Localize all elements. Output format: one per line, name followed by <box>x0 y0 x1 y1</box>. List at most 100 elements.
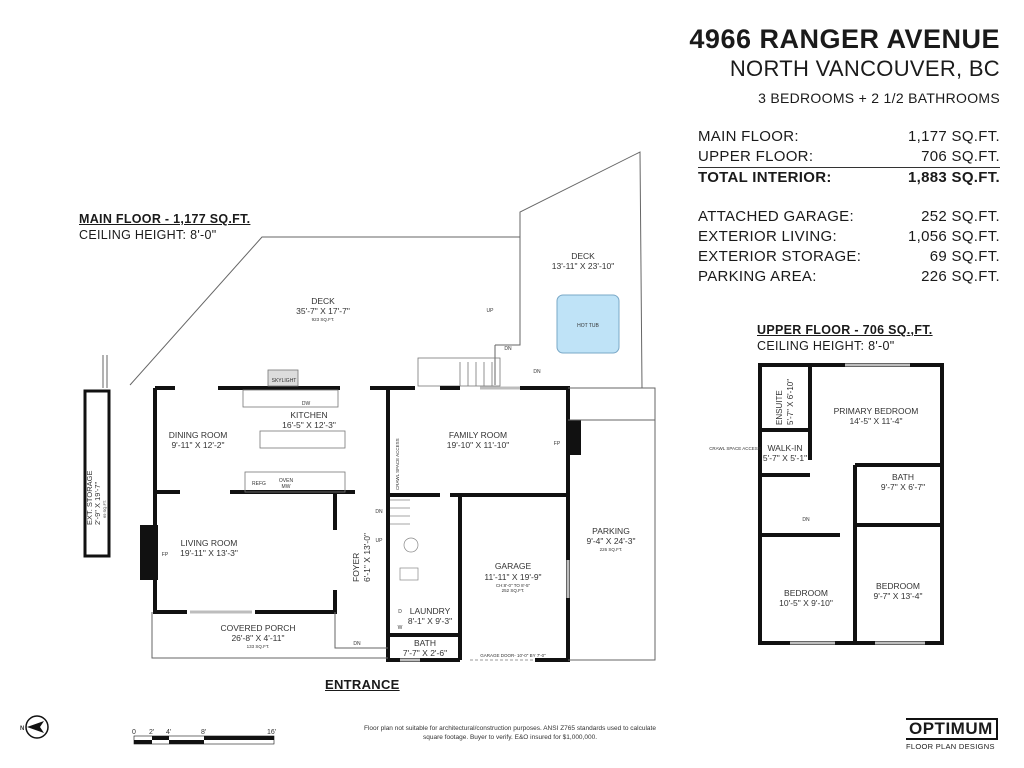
porch-outline <box>151 387 656 661</box>
main-floor-heading: MAIN FLOOR - 1,177 SQ.FT. <box>79 212 251 226</box>
skylight-label: SKYLIGHT <box>272 378 297 384</box>
ensuite-label: ENSUITE <box>775 390 784 425</box>
laundry-label: LAUNDRY <box>410 606 451 616</box>
stat-label: EXTERIOR STORAGE: <box>698 248 862 265</box>
refg-label: REFG <box>252 481 266 487</box>
upper-rotated: ENSUITE 5'-7" X 6'-10" <box>775 379 795 425</box>
stat-value: 69 SQ.FT. <box>929 248 1000 265</box>
kitchen-label: KITCHEN <box>290 410 327 420</box>
bath-dims: 7'-7" X 2'-6" <box>403 648 447 658</box>
living-dims: 19'-11" X 13'-3" <box>180 548 238 558</box>
primary-bedroom-label: PRIMARY BEDROOM <box>834 406 919 416</box>
stat-parking: PARKING AREA: 226 SQ.FT. <box>698 267 1000 287</box>
upper-bath-dims: 9'-7" X 6'-7" <box>881 482 925 492</box>
foyer-label: FOYER <box>351 553 361 582</box>
svg-text:16': 16' <box>267 729 276 736</box>
up-label: UP <box>376 538 384 544</box>
porch-label: COVERED PORCH <box>220 623 295 633</box>
dn-label: DN <box>353 641 361 647</box>
logo-sub: FLOOR PLAN DESIGNS <box>906 742 995 751</box>
rotated-labels: EXT. STORAGE 2'-9" X 19'-7" 69 SQ.FT. FO… <box>85 438 400 582</box>
stat-label: MAIN FLOOR: <box>698 128 799 145</box>
walkin-dims: 5'-7" X 5'-1" <box>763 453 807 463</box>
mw-label: MW <box>282 484 291 490</box>
deck-side-label: DECK <box>571 251 595 261</box>
windows <box>190 386 570 662</box>
svg-text:2': 2' <box>149 729 154 736</box>
parking-area: 226 SQ.FT. <box>600 547 623 552</box>
property-address: 4966 RANGER AVENUE <box>689 24 1000 54</box>
stat-upper-floor: UPPER FLOOR: 706 SQ.FT. <box>698 147 1000 168</box>
stat-garage: ATTACHED GARAGE: 252 SQ.FT. <box>698 207 1000 227</box>
family-label: FAMILY ROOM <box>449 430 507 440</box>
garage-door-label: GARAGE DOOR- 10'-0" BY 7'-0" <box>480 653 546 658</box>
stat-label: TOTAL INTERIOR: <box>698 169 832 186</box>
stat-label: EXTERIOR LIVING: <box>698 228 837 245</box>
optimum-logo: OPTIMUM FLOOR PLAN DESIGNS <box>906 718 998 751</box>
dn-label: DN <box>533 369 541 375</box>
porch-dims: 26'-8" X 4'-11" <box>231 633 284 643</box>
hot-tub-label: HOT TUB <box>577 323 599 329</box>
deck-area: 923 SQ.FT. <box>312 317 335 322</box>
foyer-dims: 6'-1" X 13'-0" <box>362 533 372 582</box>
garage-ceiling: CH:8'-0" TO 8'-5" <box>496 583 531 588</box>
kitchen-dims: 16'-5" X 12'-3" <box>282 420 336 430</box>
stat-value: 226 SQ.FT. <box>921 268 1000 285</box>
main-walls <box>153 386 570 662</box>
stat-value: 1,177 SQ.FT. <box>908 128 1000 145</box>
upper-floor-heading: UPPER FLOOR - 706 SQ.,FT. <box>757 323 933 337</box>
stat-value: 252 SQ.FT. <box>921 208 1000 225</box>
bedroom-2-dims: 10'-5" X 9'-10" <box>779 598 833 608</box>
dw-label: DW <box>302 401 311 407</box>
disclaimer: Floor plan not suitable for architectura… <box>364 725 656 741</box>
kitchen-counters <box>242 369 346 493</box>
stat-exterior-living: EXTERIOR LIVING: 1,056 SQ.FT. <box>698 227 1000 247</box>
fireplace-family <box>568 420 581 455</box>
upper-dn-label: DN <box>802 517 810 523</box>
ext-storage-area: 69 SQ.FT. <box>102 500 107 518</box>
garage-dims: 11'-11" X 19'-9" <box>484 572 541 582</box>
fp-family-label: FP <box>554 441 561 447</box>
stat-label: UPPER FLOOR: <box>698 148 814 165</box>
svg-text:4': 4' <box>166 729 171 736</box>
exterior-area-table: ATTACHED GARAGE: 252 SQ.FT. EXTERIOR LIVI… <box>698 207 1000 287</box>
logo-main: OPTIMUM <box>906 718 998 740</box>
svg-text:8': 8' <box>201 729 206 736</box>
bedroom-2-label: BEDROOM <box>784 588 828 598</box>
dn-label: DN <box>375 509 383 515</box>
stat-total-interior: TOTAL INTERIOR:1,883 SQ.FT. <box>698 168 1000 188</box>
oven-label: OVEN <box>279 478 294 484</box>
laundry-dims: 8'-1" X 9'-3" <box>408 616 452 626</box>
living-label: LIVING ROOM <box>181 538 238 548</box>
stat-label: PARKING AREA: <box>698 268 817 285</box>
up-label: UP <box>487 308 495 314</box>
fireplace-living <box>140 525 158 580</box>
entrance-label: ENTRANCE <box>325 677 400 692</box>
dining-dims: 9'-11" X 12'-2" <box>171 440 224 450</box>
scale-bar: 0 2' 4' 8' 16' <box>132 729 276 745</box>
parking-dims: 9'-4" X 24'-3" <box>587 536 636 546</box>
stat-main-floor: MAIN FLOOR: 1,177 SQ.FT. <box>698 127 1000 147</box>
bedroom-3-dims: 9'-7" X 13'-4" <box>874 591 923 601</box>
garage-area: 252 SQ.FT. <box>502 588 525 593</box>
interior-stairs <box>390 499 419 581</box>
ext-storage-label: EXT. STORAGE <box>85 471 94 525</box>
dryer-label: D <box>398 609 402 615</box>
stat-value: 706 SQ.FT. <box>921 148 1000 165</box>
svg-text:0: 0 <box>132 729 136 736</box>
primary-bedroom-dims: 14'-5" X 11'-4" <box>849 416 902 426</box>
porch-area: 133 SQ.FT. <box>247 644 270 649</box>
bed-bath-summary: 3 BEDROOMS + 2 1/2 BATHROOMS <box>758 90 1000 106</box>
stat-exterior-storage: EXTERIOR STORAGE: 69 SQ.FT. <box>698 247 1000 267</box>
deck-dims: 35'-7" X 17'-7" <box>296 306 350 316</box>
upper-windows <box>790 363 925 645</box>
stat-value: 1,056 SQ.FT. <box>908 228 1000 245</box>
stat-label: ATTACHED GARAGE: <box>698 208 854 225</box>
bedroom-3-label: BEDROOM <box>876 581 920 591</box>
ensuite-dims: 5'-7" X 6'-10" <box>786 379 795 425</box>
upper-floor-ceiling: CEILING HEIGHT: 8'-0" <box>757 339 895 353</box>
upper-walls <box>758 363 944 645</box>
garage-label: GARAGE <box>495 561 532 571</box>
bath-label: BATH <box>414 638 436 648</box>
